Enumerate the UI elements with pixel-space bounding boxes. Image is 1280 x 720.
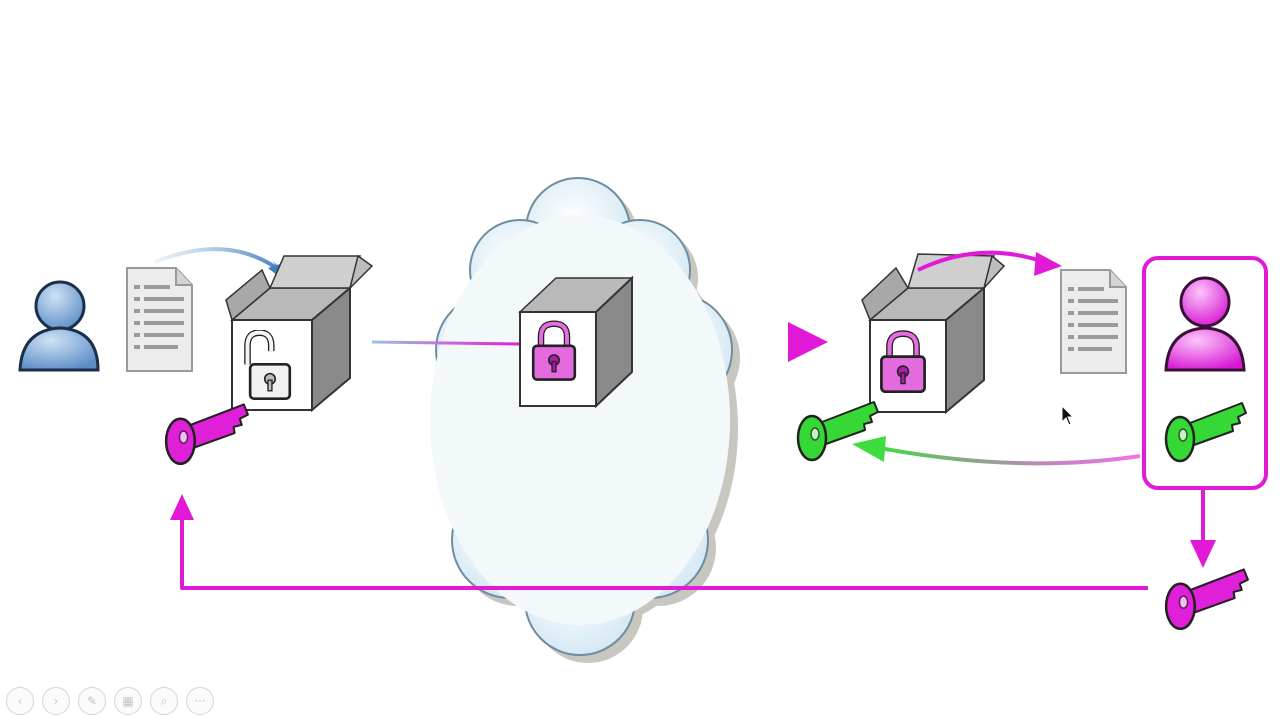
cloud-icon bbox=[430, 177, 740, 663]
pen-tool-button[interactable]: ✎ bbox=[78, 687, 106, 715]
pen-icon: ✎ bbox=[86, 694, 98, 708]
more-options-button[interactable]: ··· bbox=[186, 687, 214, 715]
private-key-arrow bbox=[852, 436, 1141, 466]
magnifier-icon: ⌕ bbox=[160, 694, 168, 708]
recipient-public-key-icon bbox=[1164, 567, 1250, 631]
slides-grid-icon: ▦ bbox=[122, 694, 134, 708]
zoom-button[interactable]: ⌕ bbox=[150, 687, 178, 715]
next-arrow-icon: › bbox=[53, 694, 59, 708]
decrypted-document-arrow bbox=[917, 250, 1062, 276]
mouse-cursor-icon bbox=[1061, 405, 1075, 426]
decrypted-document-icon bbox=[1059, 268, 1128, 375]
previous-slide-button[interactable]: ‹ bbox=[6, 687, 34, 715]
plaintext-document-icon bbox=[125, 266, 194, 373]
recipient-public-key-icon bbox=[164, 402, 250, 466]
slideshow-toolbar: ‹ › ✎ ▦ ⌕ ··· bbox=[6, 686, 214, 716]
locked-box-in-transit-icon bbox=[518, 275, 634, 409]
publish-public-key-arrow bbox=[1190, 490, 1216, 568]
previous-arrow-icon: ‹ bbox=[17, 694, 23, 708]
encrypted-transfer-arrow bbox=[632, 322, 828, 362]
slide-sorter-button[interactable]: ▦ bbox=[114, 687, 142, 715]
recipient-panel bbox=[1142, 256, 1268, 490]
sender-user-icon bbox=[18, 280, 100, 372]
ellipsis-icon: ··· bbox=[194, 694, 206, 708]
box-to-network-line bbox=[371, 340, 523, 346]
recipient-user-icon bbox=[1164, 276, 1246, 372]
next-slide-button[interactable]: › bbox=[42, 687, 70, 715]
open-box-icon bbox=[225, 254, 374, 413]
recipient-box-icon bbox=[861, 253, 1006, 415]
public-key-return-arrow bbox=[170, 494, 1148, 590]
